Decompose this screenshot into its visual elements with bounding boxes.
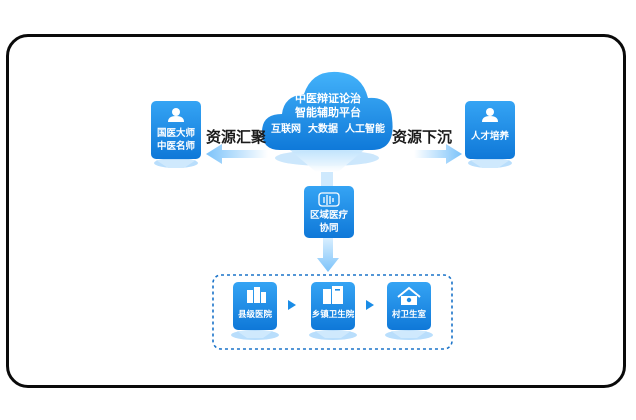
bottom-card-label: 村卫生室	[391, 310, 426, 320]
left-card-line1: 国医大师	[156, 128, 195, 139]
cloud-title-line2: 智能辅助平台	[295, 106, 361, 119]
bottom-card-village-clinic	[385, 282, 433, 340]
signal-icon	[318, 192, 340, 207]
clinic-building-icon	[323, 286, 343, 304]
arrow-2	[366, 300, 374, 310]
center-card-line2: 协同	[319, 223, 339, 234]
right-card-line1: 人才培养	[470, 131, 509, 142]
right-arrow-label: 资源下沉	[392, 128, 453, 146]
left-card-line2: 中医名师	[156, 141, 195, 152]
cloud-connector	[321, 172, 333, 186]
arrow-1	[288, 300, 296, 310]
cloud-title-line1: 中医辩证论治	[295, 92, 361, 105]
right-card	[465, 101, 515, 168]
left-card	[151, 101, 201, 168]
bottom-card-county-hospital	[231, 282, 279, 340]
house-icon	[397, 286, 421, 305]
down-arrow	[317, 238, 339, 272]
bottom-card-township-hospital	[309, 282, 357, 340]
right-arrow	[414, 144, 462, 164]
hospital-building-icon	[247, 287, 266, 303]
dashed-group-box	[212, 274, 453, 350]
cloud-node	[262, 71, 393, 172]
cloud-tags: 互联网 大数据 人工智能	[271, 124, 385, 135]
bottom-card-label: 乡镇卫生院	[311, 310, 355, 320]
left-arrow	[206, 144, 268, 164]
person-icon	[168, 108, 184, 122]
left-arrow-label: 资源汇聚	[206, 128, 267, 146]
center-card-line1: 区域医疗	[309, 210, 348, 221]
person-icon-right	[482, 108, 498, 122]
bottom-card-label: 县级医院	[237, 310, 272, 320]
center-card	[304, 186, 354, 238]
